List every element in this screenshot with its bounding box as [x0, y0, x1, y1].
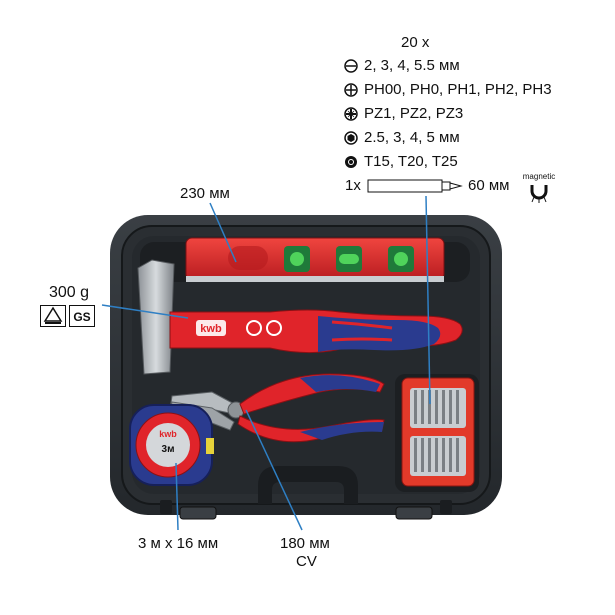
leader-bits	[425, 195, 431, 405]
hammer: kwb	[137, 259, 463, 375]
leader-tape	[175, 462, 179, 531]
phillips-icon	[344, 82, 358, 97]
slot-icon	[344, 58, 358, 73]
holder-length: 60 мм	[468, 177, 510, 194]
tape-measure: kwb 3м	[129, 404, 214, 486]
hex-icon	[344, 130, 358, 145]
hammer-weight-label: 300 g	[49, 284, 90, 301]
bit-holder-drawing	[367, 179, 463, 193]
magnetic-badge: magnetic	[519, 172, 559, 208]
bits-count: 20 x	[401, 34, 430, 51]
tape-size-label: 3 м x 16 мм	[138, 535, 219, 552]
leader-hammer	[101, 304, 189, 319]
spirit-level	[185, 237, 445, 282]
gs-mark-icon: GS	[69, 305, 95, 327]
magnet-icon	[530, 185, 548, 203]
gs-mark-text: GS	[73, 310, 90, 324]
tape-length-text: 3м	[162, 444, 175, 455]
spec-row-slot: 2, 3, 4, 5.5 мм	[344, 57, 460, 74]
bit-box	[401, 377, 475, 487]
spec-hex-text: 2.5, 3, 4, 5 мм	[364, 129, 460, 146]
torx-icon	[345, 155, 357, 168]
spec-row-hex: 2.5, 3, 4, 5 мм	[344, 129, 460, 146]
holder-qty: 1x	[345, 177, 361, 194]
leader-pliers	[245, 409, 303, 531]
leader-lines	[101, 195, 431, 531]
magnetic-text: magnetic	[522, 172, 556, 181]
tape-brand-text: kwb	[159, 429, 177, 439]
pozidriv-icon	[344, 106, 358, 121]
pliers-material-label: CV	[296, 553, 317, 570]
triangle-cert-icon	[40, 305, 66, 327]
cert-marks: GS	[40, 305, 95, 327]
level-size-label: 230 мм	[180, 185, 230, 202]
pliers	[169, 373, 385, 443]
pliers-size-label: 180 мм	[280, 535, 330, 552]
spec-pozidriv-text: PZ1, PZ2, PZ3	[364, 105, 464, 122]
spec-torx-text: T15, T20, T25	[364, 153, 458, 170]
spec-phillips-text: PH00, PH0, PH1, PH2, PH3	[364, 81, 552, 98]
spec-row-pozidriv: PZ1, PZ2, PZ3	[344, 105, 463, 122]
hammer-brand-text: kwb	[200, 323, 222, 335]
spec-row-phillips: PH00, PH0, PH1, PH2, PH3	[344, 81, 552, 98]
spec-row-torx: T15, T20, T25	[344, 153, 458, 170]
leader-level	[209, 202, 237, 263]
spec-slot-text: 2, 3, 4, 5.5 мм	[364, 57, 460, 74]
